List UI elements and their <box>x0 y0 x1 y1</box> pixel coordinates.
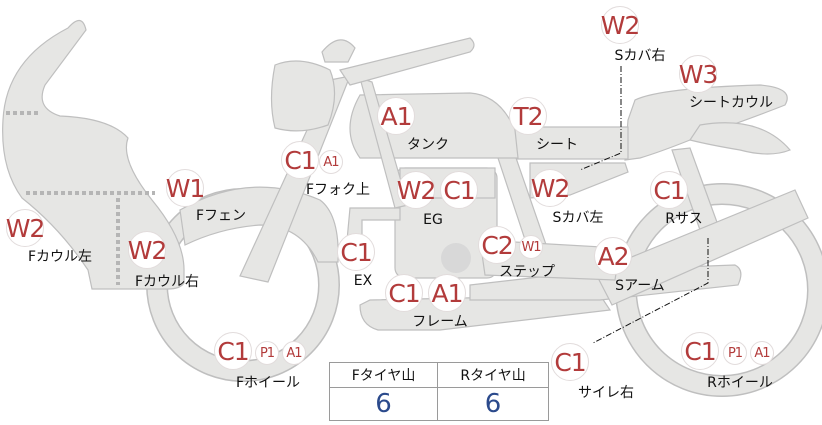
damage-badge: C1 <box>385 274 423 312</box>
damage-badge: P1 <box>255 341 279 365</box>
headlight-shape <box>270 60 336 132</box>
damage-badge: A1 <box>428 274 466 312</box>
damage-badge: A1 <box>377 97 415 135</box>
part-label-fcowl-left: Fカウル左 <box>27 249 93 265</box>
swingarm-shape <box>594 189 809 306</box>
front-fork-shape <box>239 75 351 283</box>
damage-badge: A1 <box>282 341 306 365</box>
damage-badge: W2 <box>6 209 45 247</box>
tire-tread-table: Fタイヤ山 Rタイヤ山 6 6 <box>328 362 549 421</box>
part-label-scover-right: Sカバ右 <box>614 48 666 64</box>
damage-badge: W1 <box>519 235 543 259</box>
part-label-frame: フレーム <box>412 314 468 330</box>
part-label-rwheel: Rホイール <box>707 375 773 391</box>
damage-badge: C1 <box>650 171 688 209</box>
damage-badge: C1 <box>551 343 589 381</box>
front-tire-value: 6 <box>328 387 439 421</box>
damage-badge: C1 <box>281 141 319 179</box>
damage-badge: W2 <box>601 6 640 44</box>
part-label-seat-cowl: シートカウル <box>689 95 773 111</box>
damage-badge: C2 <box>478 226 516 264</box>
part-label-engine: EG <box>423 212 443 228</box>
damage-badge: C1 <box>681 332 719 370</box>
damage-badge: C1 <box>440 171 478 209</box>
damage-badge: W3 <box>679 55 718 93</box>
rear-tire-header: Rタイヤ山 <box>437 362 549 388</box>
damage-badge: T2 <box>509 97 547 135</box>
frame-shape <box>359 294 612 331</box>
part-label-seat: シート <box>536 137 578 153</box>
part-label-ffender: Fフェン <box>195 208 247 224</box>
part-label-scover-left: Sカバ左 <box>552 210 604 226</box>
part-label-exhaust: EX <box>353 273 373 289</box>
part-label-swingarm: Sアーム <box>615 278 665 294</box>
damage-badge: A1 <box>319 150 343 174</box>
damage-badge: C1 <box>214 332 252 370</box>
leader-lines <box>579 66 709 344</box>
damage-badge: C1 <box>337 233 375 271</box>
part-label-fwheel: Fホイール <box>235 375 301 391</box>
part-label-rsus: Rサス <box>665 211 703 227</box>
part-label-silencer-right: サイレ右 <box>578 385 634 401</box>
damage-badge: W1 <box>166 169 205 207</box>
part-label-fcowl-right: Fカウル右 <box>134 274 200 290</box>
damage-badge: W2 <box>128 231 167 269</box>
rear-tire-value: 6 <box>437 387 549 421</box>
part-label-ffork-upper: Fフォク上 <box>305 182 371 198</box>
front-tire-header: Fタイヤ山 <box>328 362 439 388</box>
damage-badge: W2 <box>397 171 436 209</box>
part-label-tank: タンク <box>407 137 449 153</box>
damage-badge: P1 <box>723 341 747 365</box>
front-cowl-shape <box>2 19 185 290</box>
damage-badge: W2 <box>531 169 570 207</box>
part-label-step: ステップ <box>499 264 555 280</box>
damage-badge: A2 <box>594 237 632 275</box>
damage-badge: A1 <box>750 341 774 365</box>
